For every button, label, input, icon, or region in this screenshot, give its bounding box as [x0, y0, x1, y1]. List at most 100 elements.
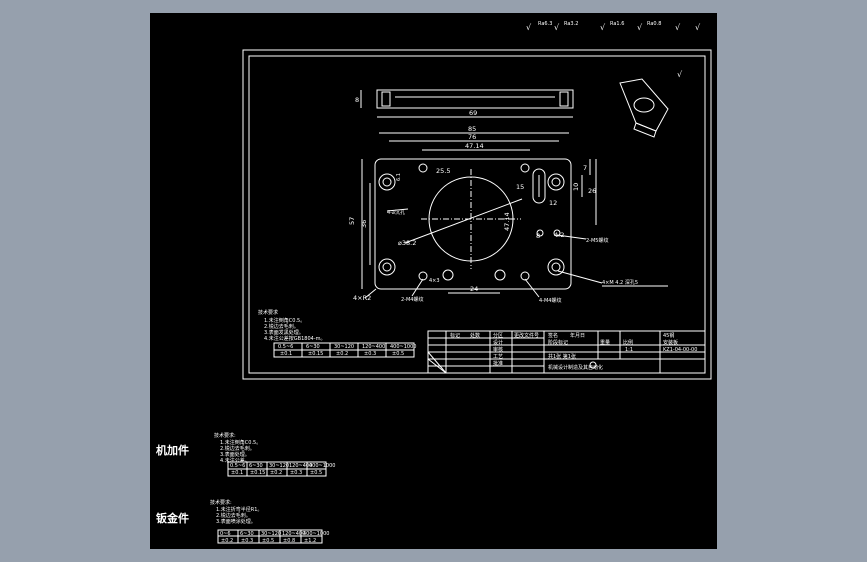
iso-finish-symbol: √ [677, 70, 683, 79]
finish-symbol-2: √ [554, 23, 560, 32]
front-view: 85 76 47.14 25.5 15 57 36 6.1 7 10 26 12… [348, 125, 668, 304]
tb-stage-mark: 阶段标记 [548, 339, 568, 346]
dim-26: 26 [588, 187, 596, 195]
tap-hole-1 [418, 163, 428, 173]
dim-4x3: 4×3 [429, 278, 440, 284]
sheet-metal-h2: 6~30 [240, 531, 254, 537]
finish-value-3: Ra1.6 [610, 21, 624, 27]
iso-plate-outline [619, 78, 669, 132]
sheet-metal-v1: ±0.2 [221, 538, 233, 544]
tech-req-value-5: ±0.5 [392, 351, 404, 357]
leader-thread [557, 270, 603, 284]
tap-hole-8 [553, 229, 561, 237]
cbore-hole-top-left [378, 173, 396, 191]
machined-v4: ±0.3 [290, 470, 302, 476]
outer-frame [242, 49, 712, 380]
tap-hole-2 [520, 163, 530, 173]
machined-item-3: 3.表面处理。 [220, 451, 250, 458]
sheet-metal-v4: ±0.8 [283, 538, 295, 544]
tech-req-title: 技术要求 [258, 309, 278, 316]
cbore-hole-bottom-left-inner [382, 262, 392, 272]
tb-scale-label: 比例 [623, 339, 633, 346]
dim-15: 15 [516, 183, 524, 191]
tech-req-value-2: ±0.15 [308, 351, 323, 357]
cad-drawing: √ Ra6.3 √ Ra3.2 √ Ra1.6 √ Ra0.8 √ √ 8 69… [156, 21, 712, 544]
finish-symbol-1: √ [526, 23, 532, 32]
note-cbore: 4-⌀沉孔 [387, 209, 405, 216]
dim-6-1: 6.1 [396, 173, 402, 181]
tap-hole-3 [418, 271, 428, 281]
cbore-hole-top-left-inner [382, 177, 392, 187]
cbore-hole-top-right [547, 173, 565, 191]
tb-col-label-5: 签名 [548, 332, 558, 339]
sheet-metal-h3: 30~120 [261, 531, 281, 537]
tech-req-item-2: 2.锐边去毛刺。 [264, 323, 299, 330]
sheet-metal-h1: 0~6 [220, 531, 231, 537]
sheet-metal-v3: ±0.5 [262, 538, 274, 544]
diameter-leader [404, 198, 523, 244]
machined-item-1: 1.未注倒角C0.5。 [220, 439, 261, 446]
tap-hole-4 [442, 269, 454, 281]
tb-col-label-2: 处数 [470, 332, 480, 339]
finish-symbol-6: √ [695, 23, 701, 32]
slot-outer [532, 168, 546, 204]
machined-h1: 0.5~6 [230, 463, 245, 469]
tech-requirements: 技术要求 1.未注倒角C0.5。 2.锐边去毛刺。 3.表面发黑处理。 4.未注… [258, 309, 416, 358]
corner-leader [364, 288, 377, 299]
tb-weight: 重量 [600, 339, 610, 346]
tb-diag-2 [427, 358, 447, 374]
leader-cbore [386, 208, 409, 212]
sheet-metal-item-3: 3.表面喷涂处理。 [216, 518, 256, 525]
tech-req-header-2: 6~30 [306, 344, 320, 350]
cbore-hole-bottom-right [547, 258, 565, 276]
tech-req-header-3: 30~120 [334, 344, 354, 350]
dim-12: 12 [549, 199, 557, 207]
sheet-metal-h4: 120~400 [282, 531, 305, 537]
machined-item-2: 2.锐边去毛刺。 [220, 445, 255, 452]
plate-outline [374, 158, 572, 290]
tech-req-value-3: ±0.2 [336, 351, 348, 357]
note-thread: 4×M 4.2 深孔5 [602, 279, 638, 286]
tech-req-item-3: 3.表面发黑处理。 [264, 329, 304, 336]
title-block: 标记 处数 分区 更改文件号 签名 年月日 设计 审核 工艺 批准 阶段标记 重… [427, 330, 706, 374]
machined-label: 机加件 [156, 443, 189, 457]
machined-h3: 30~120 [269, 463, 289, 469]
surface-finish-symbols: √ Ra6.3 √ Ra3.2 √ Ra1.6 √ Ra0.8 √ √ [526, 21, 701, 32]
isometric-view: √ [619, 70, 683, 138]
finish-value-2: Ra3.2 [564, 21, 578, 27]
machined-v1: ±0.1 [231, 470, 243, 476]
dim-length: 69 [469, 109, 477, 117]
top-view-body [376, 89, 574, 109]
cbore-hole-top-right-inner [551, 177, 561, 187]
tb-part-name: 安装板 [663, 339, 678, 346]
top-view-right-lip [559, 91, 569, 107]
finish-value-4: Ra0.8 [647, 21, 661, 27]
dim-36: 36 [360, 220, 368, 228]
leader-m4-left [411, 278, 424, 297]
dim-76: 76 [468, 133, 476, 141]
machined-h5: 400~1000 [309, 463, 335, 469]
dim-10: 10 [572, 183, 580, 191]
tb-col-label-1: 标记 [450, 332, 460, 339]
sheet-metal-item-2: 2.锐边去毛刺。 [216, 512, 251, 519]
dim-47-14-vertical: 47.14 [503, 212, 511, 231]
sheet-metal-notes: 钣金件 技术要求: 1.未注折弯半径R1。 2.锐边去毛刺。 3.表面喷涂处理。… [156, 499, 329, 544]
tech-req-header-4: 120~400 [362, 344, 385, 350]
tap-hole-5 [494, 269, 506, 281]
tb-sheet: 共1张 第1张 [548, 353, 576, 360]
tb-col-label-3: 分区 [493, 332, 503, 339]
note-m4-left: 2-M4螺纹 [401, 296, 423, 303]
tech-req-header-1: 0.5~6 [278, 344, 293, 350]
tb-diag-1 [427, 351, 447, 374]
machined-item-4: 4.未注公差。 [220, 457, 250, 464]
tb-row-review: 审核 [493, 346, 503, 353]
iso-hole [633, 97, 655, 113]
dim-7: 7 [583, 164, 587, 172]
dim-47-14: 47.14 [465, 142, 484, 150]
dim-center-bore: ⌀38.2 [398, 239, 416, 247]
machined-parts-notes: 机加件 技术要求: 1.未注倒角C0.5。 2.锐边去毛刺。 3.表面处理。 4… [156, 432, 335, 477]
machined-v2: ±0.15 [250, 470, 265, 476]
dim-24: 24 [470, 285, 478, 293]
inner-frame [248, 55, 706, 374]
tb-col-label-6: 年月日 [570, 332, 585, 339]
